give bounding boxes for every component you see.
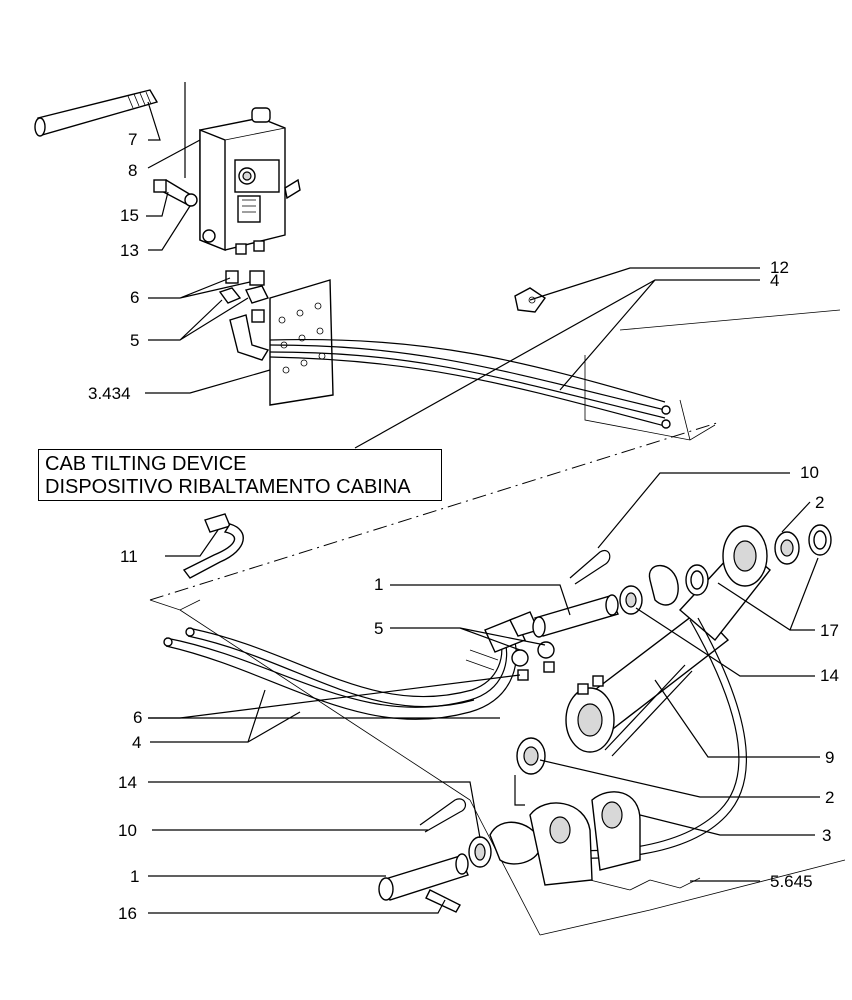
callout-3: 3 [822, 826, 831, 845]
callout-1-upper: 1 [374, 575, 383, 594]
washer-14-upper [619, 585, 643, 615]
callout-8: 8 [128, 161, 137, 180]
tilt-hydraulic-cylinder [565, 525, 771, 757]
upper-hydraulic-hoses [269, 339, 671, 429]
callout-9: 9 [825, 748, 834, 767]
leader-lines [145, 82, 820, 914]
callout-13: 13 [120, 241, 139, 260]
callout-12: 12 [770, 258, 789, 277]
cable-strap [182, 513, 244, 579]
upper-adapter-fittings [218, 270, 270, 361]
lower-mounting-bracket [529, 791, 641, 886]
sealing-washer [184, 193, 198, 207]
callout-2-upper: 2 [815, 493, 824, 512]
bushing-upper [774, 531, 800, 565]
seal-ring-17 [685, 564, 709, 596]
callout-6-lower: 6 [133, 708, 142, 727]
callout-7: 7 [128, 130, 137, 149]
mounting-plate [269, 279, 334, 406]
callout-3-434: 3.434 [88, 384, 131, 403]
frame-outline-bottom [149, 599, 846, 936]
callout-10-upper: 10 [800, 463, 819, 482]
caption-italian: DISPOSITIVO RIBALTAMENTO CABINA [45, 476, 411, 498]
callout-17: 17 [820, 621, 839, 640]
section-divider-line [149, 421, 721, 601]
upper-cylinder-pin [532, 594, 619, 638]
callout-1-lower: 1 [130, 867, 139, 886]
lower-fittings [484, 611, 555, 681]
callout-15: 15 [120, 206, 139, 225]
callout-14-upper: 14 [820, 666, 839, 685]
bushing-lower [516, 737, 546, 775]
washer-14-lower [468, 836, 492, 868]
seal-ring-upper [808, 524, 832, 556]
pump-handle-lever [34, 89, 159, 137]
callout-4-lower: 4 [132, 733, 141, 752]
split-pin-upper [569, 550, 611, 585]
callout-5-645: 5.645 [770, 872, 813, 891]
tilt-pump-valve-block [199, 107, 301, 255]
callout-11: 11 [120, 547, 138, 566]
callout-5-upper: 5 [130, 331, 139, 350]
diagram-caption-box: CAB TILTING DEVICE DISPOSITIVO RIBALTAME… [38, 449, 442, 501]
cab-floor-outline-top [584, 309, 841, 441]
callout-16: 16 [118, 904, 137, 923]
callout-4-upper: 4 [770, 271, 779, 290]
caption-english: CAB TILTING DEVICE [45, 453, 247, 475]
callout-6-upper: 6 [130, 288, 139, 307]
callout-2-lower: 2 [825, 788, 834, 807]
roll-pin [425, 889, 461, 913]
callout-10-lower: 10 [118, 821, 137, 840]
lower-cylinder-pin [378, 853, 469, 901]
split-pin-lower [419, 798, 467, 833]
callout-14-lower: 14 [118, 773, 137, 792]
lower-hydraulic-hoses [163, 627, 517, 720]
callout-5-lower: 5 [374, 619, 383, 638]
